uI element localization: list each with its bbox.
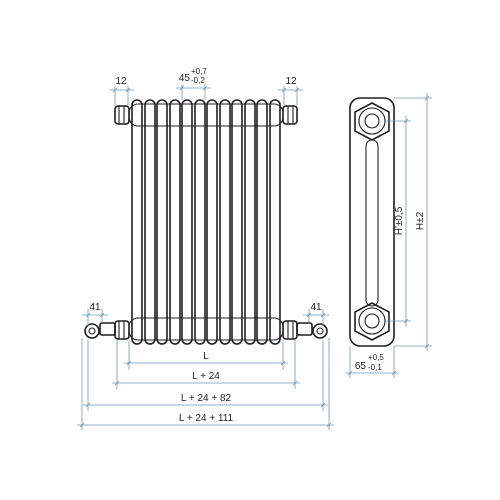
dim-length-plus-24: L + 24 [192, 371, 220, 382]
dim-section-pitch-tol-plus: +0,7 [191, 67, 207, 76]
dim-valve-bottom-right: 41 [310, 302, 322, 313]
top-right-valve [282, 105, 298, 125]
dim-section-pitch: 45 [179, 73, 191, 84]
dim-depth: 65 [355, 361, 367, 372]
dim-length-plus-24-111: L + 24 + 111 [179, 413, 234, 424]
dim-connection-height: H'±0,5 [394, 206, 405, 235]
top-left-valve [114, 105, 130, 125]
bottom-left-plug [114, 320, 130, 340]
dim-depth-tol-minus: -0,1 [368, 363, 382, 372]
dim-valve-bottom-left: 41 [89, 302, 101, 313]
dimension-lines [77, 84, 432, 430]
dim-valve-top-right: 12 [285, 76, 297, 87]
dimension-labels: 12 12 45 +0,7 -0,2 41 41 L L + 24 L + 24… [89, 67, 426, 424]
dim-length-plus-24-82: L + 24 + 82 [181, 393, 232, 404]
dim-depth-tol-plus: +0,5 [368, 353, 384, 362]
bottom-right-plug [282, 320, 298, 340]
lower-connection [354, 302, 390, 341]
bottom-right-valve [296, 322, 328, 339]
dim-section-pitch-tol-minus: -0,2 [191, 76, 205, 85]
radiator-side-view [349, 97, 395, 347]
dim-height: H±2 [415, 211, 426, 230]
upper-connection [354, 102, 390, 141]
dim-length: L [203, 351, 209, 362]
dim-valve-top-left: 12 [115, 76, 127, 87]
radiator-columns [128, 99, 284, 345]
bottom-left-valve [84, 322, 116, 339]
radiator-front-view [84, 99, 328, 345]
